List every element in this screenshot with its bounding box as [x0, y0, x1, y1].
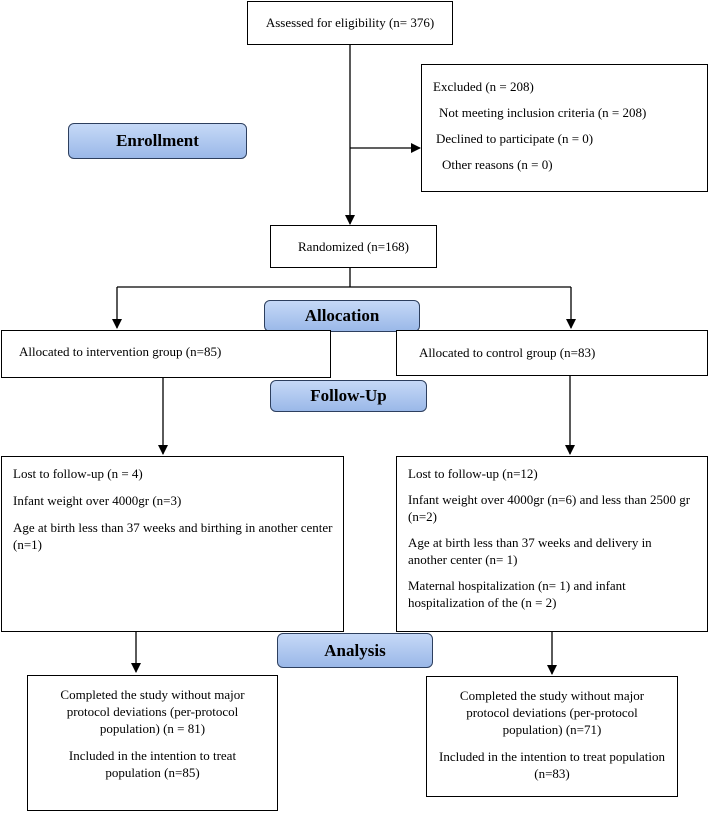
stage-analysis-label: Analysis: [324, 640, 386, 660]
excluded-title: Excluded (n = 208): [433, 79, 534, 94]
control-allocation-text: Allocated to control group (n=83): [419, 345, 596, 360]
followup-item: Maternal hospitalization (n= 1) and infa…: [408, 578, 626, 610]
excluded-box: Excluded (n = 208) Not meeting inclusion…: [421, 64, 708, 192]
stage-allocation: Allocation: [264, 300, 420, 332]
control-followup-box: Lost to follow-up (n=12) Infant weight o…: [396, 456, 708, 632]
randomized-text: Randomized (n=168): [298, 239, 409, 254]
stage-allocation-label: Allocation: [304, 306, 380, 325]
excluded-item: Other reasons (n = 0): [442, 157, 553, 172]
intervention-followup-box: Lost to follow-up (n = 4) Infant weight …: [1, 456, 344, 632]
intervention-allocation-text: Allocated to intervention group (n=85): [19, 344, 222, 359]
analysis-item: Completed the study without major protoc…: [60, 687, 245, 736]
followup-item: Age at birth less than 37 weeks and birt…: [13, 520, 333, 552]
stage-followup-label: Follow-Up: [310, 386, 387, 405]
followup-item: Lost to follow-up (n = 4): [13, 466, 143, 481]
analysis-item: Completed the study without major protoc…: [459, 688, 645, 737]
stage-followup: Follow-Up: [270, 380, 427, 412]
followup-item: Infant weight over 4000gr (n=3): [13, 493, 182, 508]
analysis-item: Included in the intention to treat popul…: [68, 748, 237, 780]
excluded-item: Not meeting inclusion criteria (n = 208): [439, 105, 647, 120]
intervention-analysis-box: Completed the study without major protoc…: [27, 675, 278, 811]
stage-analysis: Analysis: [277, 633, 433, 668]
assessed-text: Assessed for eligibility (n= 376): [265, 15, 435, 30]
control-analysis-box: Completed the study without major protoc…: [426, 676, 678, 797]
stage-enrollment-label: Enrollment: [116, 131, 199, 150]
stage-enrollment: Enrollment: [68, 123, 247, 159]
followup-item: Age at birth less than 37 weeks and deli…: [408, 535, 652, 567]
excluded-item: Declined to participate (n = 0): [436, 131, 594, 146]
randomized-box: Randomized (n=168): [270, 225, 437, 268]
followup-item: Infant weight over 4000gr (n=6) and less…: [408, 492, 691, 524]
followup-item: Lost to follow-up (n=12): [408, 466, 538, 481]
intervention-allocation-box: Allocated to intervention group (n=85): [1, 330, 331, 378]
analysis-item: Included in the intention to treat popul…: [439, 749, 666, 781]
assessed-box: Assessed for eligibility (n= 376): [247, 1, 453, 45]
control-allocation-box: Allocated to control group (n=83): [396, 330, 708, 376]
